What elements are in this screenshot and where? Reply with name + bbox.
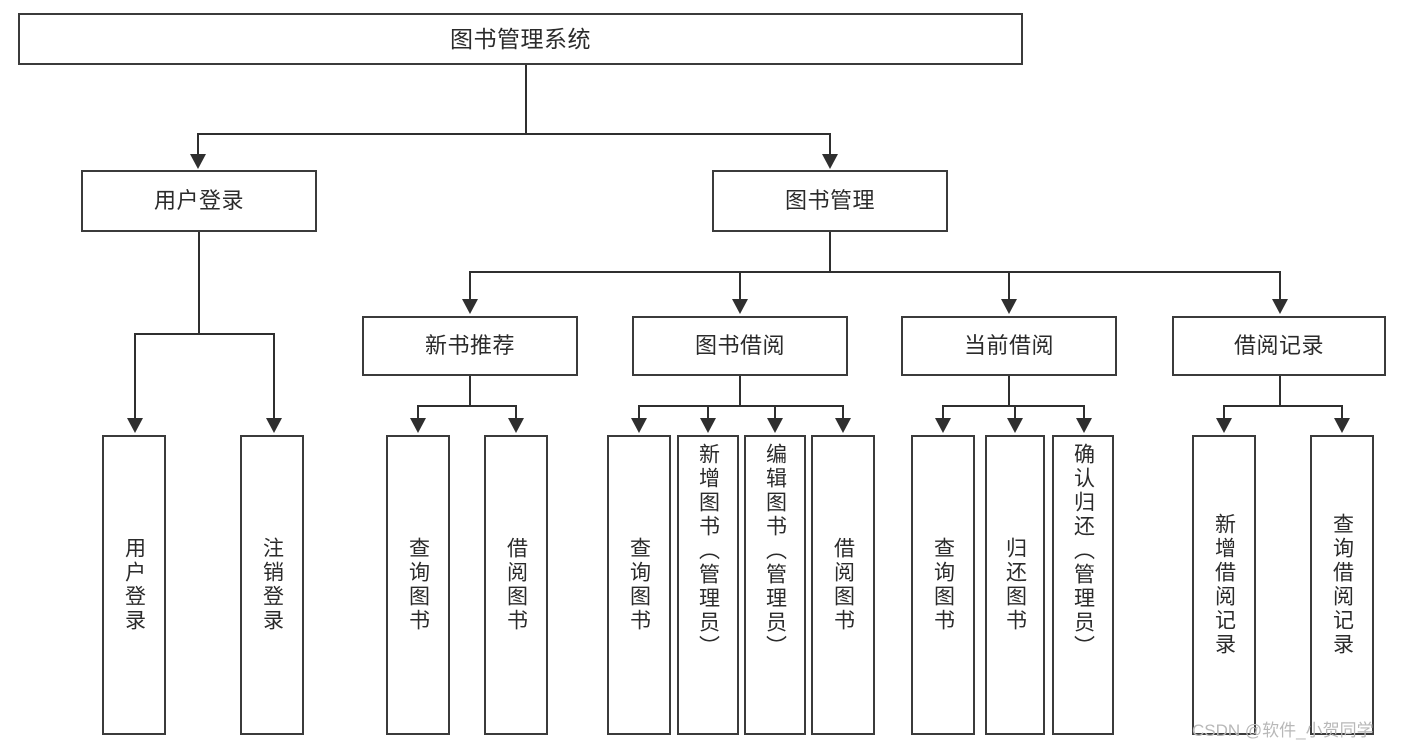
- connector-to-borrow-record: [1279, 271, 1281, 299]
- connector-borrow-record-stem: [1279, 376, 1281, 405]
- node-label: 当前借阅: [963, 333, 1054, 359]
- node-label: 确认归还（管理员）: [1071, 443, 1095, 659]
- node-label: 用户登录: [153, 188, 244, 214]
- connector-cb-drop-3: [1083, 405, 1085, 418]
- node-leaf-user-login[interactable]: 用户登录: [102, 435, 166, 735]
- node-borrow-record[interactable]: 借阅记录: [1172, 316, 1386, 376]
- connector-bb-drop-2: [707, 405, 709, 418]
- arrowhead-leaf-query-book-2: [631, 418, 647, 433]
- arrowhead-to-user-login: [190, 154, 206, 169]
- arrowhead-leaf-add-book-admin: [700, 418, 716, 433]
- connector-to-new-book-recommend: [469, 271, 471, 299]
- arrowhead-leaf-user-login: [127, 418, 143, 433]
- node-label: 新书推荐: [424, 333, 515, 359]
- connector-to-book-management: [829, 133, 831, 155]
- connector-book-borrow-bus: [638, 405, 843, 407]
- connector-new-book-recommend-stem: [469, 376, 471, 405]
- node-leaf-add-book-admin[interactable]: 新增图书（管理员）: [677, 435, 739, 735]
- connector-user-login-bus: [134, 333, 275, 335]
- node-leaf-query-book-1[interactable]: 查询图书: [386, 435, 450, 735]
- connector-book-management-stem: [829, 232, 831, 271]
- connector-nbr-drop-1: [417, 405, 419, 418]
- connector-cb-drop-2: [1014, 405, 1016, 418]
- node-label: 注销登录: [260, 537, 284, 633]
- connector-book-borrow-stem: [739, 376, 741, 405]
- node-leaf-borrow-book-2[interactable]: 借阅图书: [811, 435, 875, 735]
- node-label: 查询图书: [931, 537, 955, 633]
- connector-bb-drop-1: [638, 405, 640, 418]
- node-leaf-query-book-3[interactable]: 查询图书: [911, 435, 975, 735]
- arrowhead-leaf-borrow-book-2: [835, 418, 851, 433]
- node-current-borrow[interactable]: 当前借阅: [901, 316, 1117, 376]
- node-user-login[interactable]: 用户登录: [81, 170, 317, 232]
- arrowhead-leaf-borrow-book-1: [508, 418, 524, 433]
- connector-bb-drop-4: [842, 405, 844, 418]
- node-label: 编辑图书（管理员）: [763, 443, 787, 659]
- node-label: 借阅图书: [831, 537, 855, 633]
- node-leaf-add-borrow-record[interactable]: 新增借阅记录: [1192, 435, 1256, 735]
- node-label: 图书借阅: [694, 333, 785, 359]
- arrowhead-leaf-add-borrow-rec: [1216, 418, 1232, 433]
- connector-borrow-record-bus: [1223, 405, 1342, 407]
- arrowhead-to-current-borrow: [1001, 299, 1017, 314]
- connector-br-drop-1: [1223, 405, 1225, 418]
- node-label: 查询借阅记录: [1330, 513, 1354, 657]
- connector-current-borrow-bus: [942, 405, 1084, 407]
- arrowhead-leaf-logout-login: [266, 418, 282, 433]
- node-label: 查询图书: [627, 537, 651, 633]
- node-label: 借阅图书: [504, 537, 528, 633]
- arrowhead-leaf-query-borrow-rec: [1334, 418, 1350, 433]
- node-leaf-logout-login[interactable]: 注销登录: [240, 435, 304, 735]
- arrowhead-leaf-edit-book-admin: [767, 418, 783, 433]
- connector-cb-drop-1: [942, 405, 944, 418]
- node-leaf-query-book-2[interactable]: 查询图书: [607, 435, 671, 735]
- node-leaf-confirm-return[interactable]: 确认归还（管理员）: [1052, 435, 1114, 735]
- arrowhead-leaf-query-book-1: [410, 418, 426, 433]
- connector-br-drop-2: [1341, 405, 1343, 418]
- node-leaf-return-book[interactable]: 归还图书: [985, 435, 1045, 735]
- node-label: 新增图书（管理员）: [696, 443, 720, 659]
- connector-root-stem: [525, 65, 527, 133]
- arrowhead-leaf-return-book: [1007, 418, 1023, 433]
- connector-current-borrow-stem: [1008, 376, 1010, 405]
- node-label: 图书管理系统: [450, 25, 591, 52]
- arrowhead-leaf-confirm-return: [1076, 418, 1092, 433]
- connector-user-login-drop-2: [273, 333, 275, 418]
- node-root-book-management-system[interactable]: 图书管理系统: [18, 13, 1023, 65]
- node-label: 借阅记录: [1233, 333, 1324, 359]
- arrowhead-leaf-query-book-3: [935, 418, 951, 433]
- node-book-management[interactable]: 图书管理: [712, 170, 948, 232]
- connector-to-book-borrow: [739, 271, 741, 299]
- connector-to-user-login: [197, 133, 199, 155]
- node-label: 新增借阅记录: [1212, 513, 1236, 657]
- connector-user-login-stem: [198, 232, 200, 333]
- node-book-borrow[interactable]: 图书借阅: [632, 316, 848, 376]
- node-new-book-recommend[interactable]: 新书推荐: [362, 316, 578, 376]
- connector-level2-bus: [197, 133, 831, 135]
- node-leaf-query-borrow-record[interactable]: 查询借阅记录: [1310, 435, 1374, 735]
- node-label: 查询图书: [406, 537, 430, 633]
- node-label: 用户登录: [122, 537, 146, 633]
- arrowhead-to-book-management: [822, 154, 838, 169]
- node-leaf-borrow-book-1[interactable]: 借阅图书: [484, 435, 548, 735]
- connector-level3-bus: [469, 271, 1280, 273]
- node-label: 归还图书: [1003, 537, 1027, 633]
- connector-user-login-drop-1: [134, 333, 136, 418]
- connector-to-current-borrow: [1008, 271, 1010, 299]
- connector-bb-drop-3: [774, 405, 776, 418]
- connector-nbr-drop-2: [515, 405, 517, 418]
- node-leaf-edit-book-admin[interactable]: 编辑图书（管理员）: [744, 435, 806, 735]
- arrowhead-to-new-book-recommend: [462, 299, 478, 314]
- connector-new-book-recommend-bus: [417, 405, 516, 407]
- node-label: 图书管理: [784, 188, 875, 214]
- arrowhead-to-book-borrow: [732, 299, 748, 314]
- arrowhead-to-borrow-record: [1272, 299, 1288, 314]
